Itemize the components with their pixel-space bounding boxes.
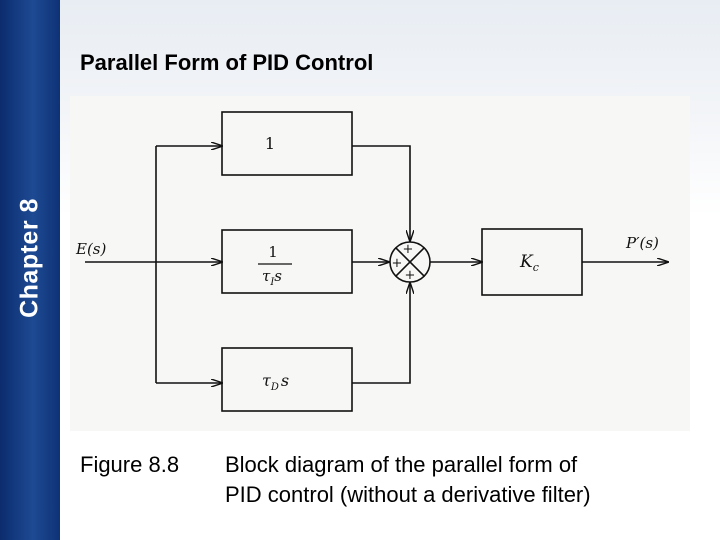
chapter-label: Chapter 8 [15,198,44,318]
figure-number: Figure 8.8 [80,452,180,477]
integral-numerator: 1 [268,243,278,261]
sum-sign-left: + [392,256,403,271]
proportional-gain-text: 1 [265,134,275,153]
input-label: E(s) [75,240,106,258]
sum-sign-bottom: + [405,268,416,283]
integral-block [221,229,353,294]
output-label: P′(s) [625,234,659,252]
caption-line-1: Block diagram of the parallel form of [225,452,578,477]
caption-line-2: PID control (without a derivative filter… [225,482,591,507]
proportional-block [221,111,353,176]
integral-denominator: τIs [262,267,282,288]
proportional-output-arrow [352,145,410,241]
derivative-output-arrow [352,283,410,384]
sum-sign-top: + [403,242,414,257]
derivative-block [221,347,353,412]
chapter-sidebar: Chapter 8 [0,0,60,540]
controller-gain: Kc [519,252,539,274]
figure-caption: Figure 8.8 Block diagram of the parallel … [80,450,700,510]
slide-title: Parallel Form of PID Control [80,50,374,75]
